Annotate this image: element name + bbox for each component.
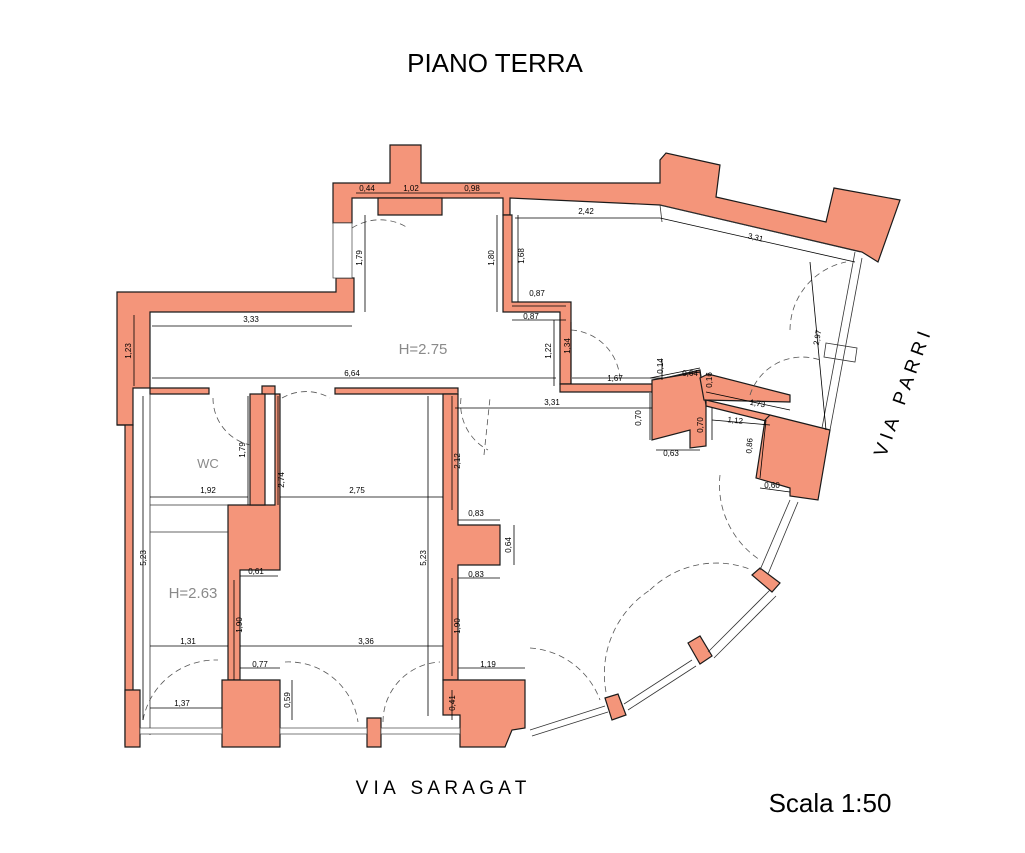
dim-label: 3,31: [747, 231, 765, 243]
dim-label: 2,42: [578, 207, 594, 216]
dim-label: 0,98: [464, 184, 480, 193]
dim-label: 0,83: [468, 570, 484, 579]
dim-label: 3,33: [243, 315, 259, 324]
dim-label: 0,86: [744, 437, 754, 454]
dim-label: 1,12: [727, 415, 744, 426]
dim-label: 1,34: [563, 338, 572, 354]
dim-label: 2,75: [349, 486, 365, 495]
dim-label: 0,70: [696, 417, 705, 433]
dim-label: 0,77: [252, 660, 268, 669]
dim-label: 1,92: [200, 486, 216, 495]
door-swings: [142, 219, 847, 723]
dim-label: 0,63: [663, 449, 679, 458]
dim-label: 0,16: [705, 372, 714, 388]
dim-label: 1,67: [607, 374, 623, 383]
street-label-via-saragat: V I A S A R A G A T: [356, 778, 527, 799]
dim-label: 0,70: [634, 410, 643, 426]
dimension-lines: [133, 192, 856, 720]
dim-label: 1,31: [180, 637, 196, 646]
dim-label: 0,14: [656, 358, 665, 374]
plan-title: PIANO TERRA: [407, 48, 583, 78]
dim-label: 0,44: [359, 184, 375, 193]
dimension-labels-vertical: 1,79 1,80 1,68 1,23 1,22 1,34 2,97 0,14 …: [124, 248, 823, 711]
dim-label: 1,19: [480, 660, 496, 669]
dim-label: 2,12: [453, 453, 462, 469]
dim-label: 0,41: [448, 695, 457, 711]
dim-label: 1,79: [238, 442, 247, 458]
dim-label: 1,90: [453, 618, 462, 634]
dim-label: 1,23: [124, 343, 133, 359]
dim-label: 6,64: [344, 369, 360, 378]
dim-label: 1,68: [517, 248, 526, 264]
walls: [116, 144, 901, 748]
windows: [139, 222, 461, 735]
dim-label: 0,60: [764, 481, 780, 490]
room-label-wc: WC: [197, 456, 219, 471]
dim-label: 5,23: [419, 550, 428, 566]
dim-label: 0,64: [504, 537, 513, 553]
room-height-main: H=2.75: [399, 341, 448, 358]
dim-label: 1,79: [355, 250, 364, 266]
dim-label: 0,83: [468, 509, 484, 518]
dim-label: 0,87: [523, 312, 539, 321]
room-height-secondary: H=2.63: [169, 585, 218, 602]
dim-label: 0,61: [248, 567, 264, 576]
street-label-via-parri: V I A P A R R I: [870, 329, 935, 460]
dim-label: 2,74: [277, 472, 286, 488]
dim-label: 0,59: [283, 692, 292, 708]
dim-label: 3,31: [544, 398, 560, 407]
dim-label: 1,37: [174, 699, 190, 708]
dim-label: 1,22: [544, 343, 553, 359]
dim-label: 1,80: [487, 250, 496, 266]
scale-label: Scala 1:50: [769, 788, 892, 818]
interior-outlines: [149, 204, 863, 737]
dimension-labels: 0,44 1,02 0,98 2,42 3,31 0,87 0,87 3,33 …: [174, 184, 780, 708]
dim-label: 1,02: [403, 184, 419, 193]
dim-label: 0,64: [682, 369, 698, 378]
dim-label: 0,87: [529, 289, 545, 298]
dim-label: 1,90: [235, 617, 244, 633]
dim-label: 3,36: [358, 637, 374, 646]
dim-label: 1,73: [749, 398, 766, 410]
dim-label: 5,23: [139, 550, 148, 566]
dim-label: 2,97: [812, 329, 824, 346]
